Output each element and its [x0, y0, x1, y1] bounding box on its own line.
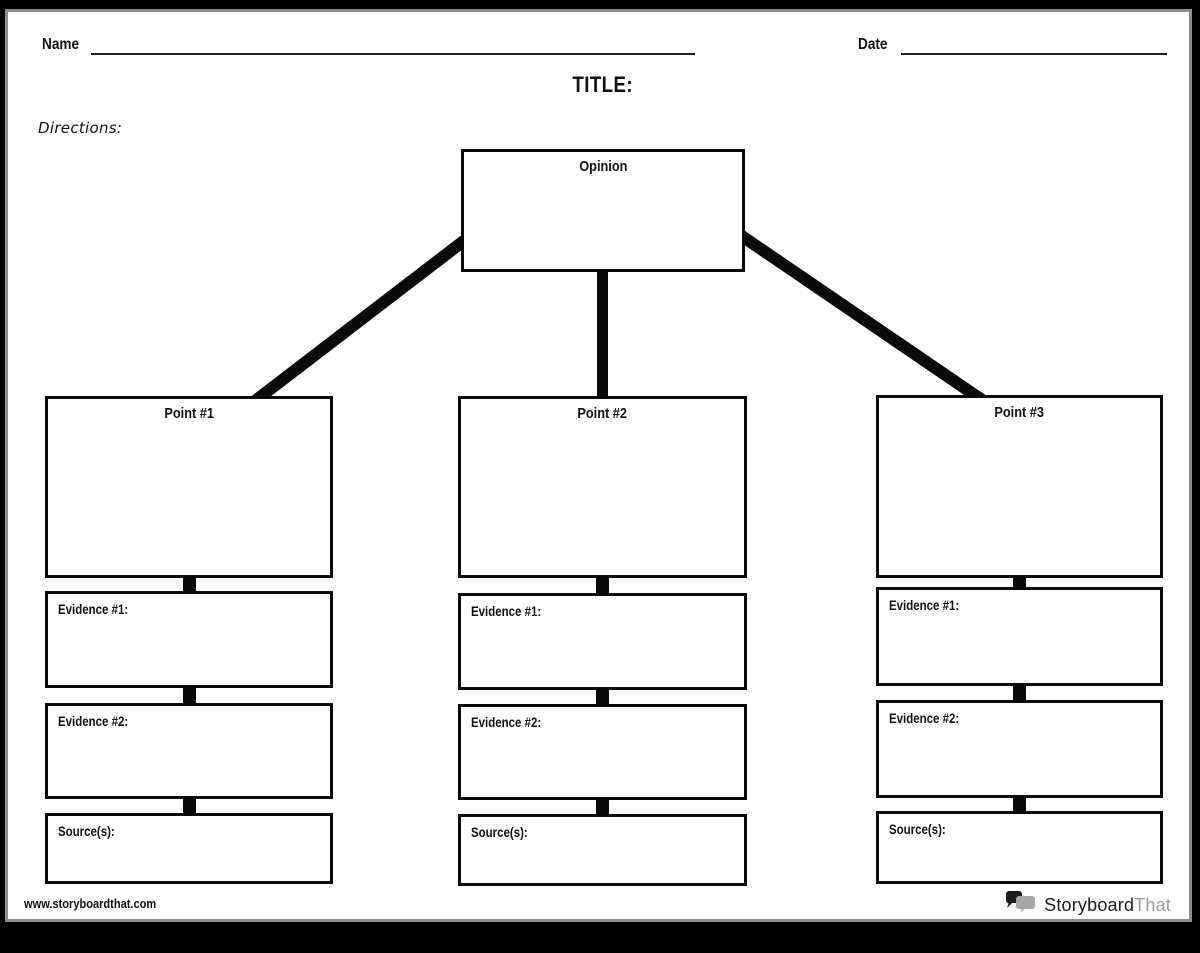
sources-box-2[interactable]: Source(s): [458, 814, 747, 886]
point-label-3: Point #3 [994, 404, 1045, 421]
point-label-2: Point #2 [577, 405, 628, 422]
date-label: Date [858, 36, 888, 53]
evidence1-label-3: Evidence #1: [889, 598, 960, 613]
page-title: TITLE: [572, 72, 633, 97]
worksheet-page: Name Date TITLE: Directions: [5, 9, 1192, 922]
sources-label-1: Source(s): [58, 824, 115, 839]
evidence2-label-3: Evidence #2: [889, 711, 960, 726]
evidence1-box-2[interactable]: Evidence #1: [458, 593, 747, 690]
evidence1-box-3[interactable]: Evidence #1: [876, 587, 1163, 686]
evidence2-label-1: Evidence #2: [58, 714, 129, 729]
connector-lines [183, 225, 1026, 820]
evidence1-label-1: Evidence #1: [58, 602, 129, 617]
opinion-label: Opinion [578, 158, 628, 175]
footer-url[interactable]: www.storyboardthat.com [24, 896, 157, 911]
directions-label: Directions: [38, 119, 123, 137]
logo-wordmark: StoryboardThat [1044, 894, 1171, 915]
point-box-3[interactable]: Point #3 [876, 395, 1163, 578]
storyboardthat-logo: StoryboardThat [1004, 890, 1171, 920]
point-label-1: Point #1 [164, 405, 214, 422]
name-label: Name [42, 36, 80, 53]
evidence2-box-2[interactable]: Evidence #2: [458, 704, 747, 800]
sources-box-3[interactable]: Source(s): [876, 811, 1163, 884]
evidence2-box-3[interactable]: Evidence #2: [876, 700, 1163, 798]
point-box-1[interactable]: Point #1 [45, 396, 333, 578]
evidence1-box-1[interactable]: Evidence #1: [45, 591, 333, 688]
evidence2-box-1[interactable]: Evidence #2: [45, 703, 333, 799]
name-input-line[interactable] [91, 52, 695, 55]
evidence1-label-2: Evidence #1: [471, 604, 542, 619]
sources-label-3: Source(s): [889, 822, 946, 837]
point-box-2[interactable]: Point #2 [458, 396, 747, 578]
opinion-box[interactable]: Opinion [461, 149, 745, 272]
sources-box-1[interactable]: Source(s): [45, 813, 333, 884]
speech-bubbles-icon [1006, 891, 1036, 913]
evidence2-label-2: Evidence #2: [471, 715, 542, 730]
sources-label-2: Source(s): [471, 825, 528, 840]
date-input-line[interactable] [901, 52, 1167, 55]
